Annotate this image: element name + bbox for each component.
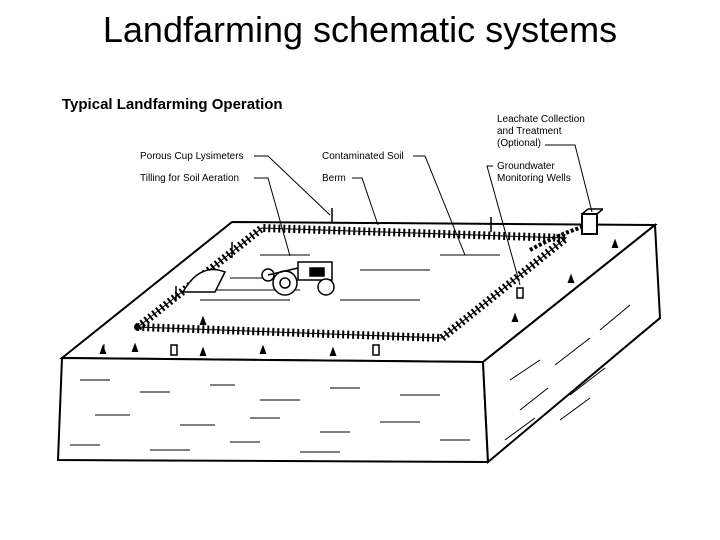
label-contaminated-soil: Contaminated Soil [322,151,404,162]
label-leachate-3: (Optional) [497,138,541,149]
tractor [261,261,335,296]
label-berm: Berm [322,173,346,184]
label-groundwater-2: Monitoring Wells [497,173,571,184]
ground-front-face [56,356,490,464]
contaminated-soil-area [200,254,500,301]
leader-lines [254,144,593,286]
ground-right-face [481,223,662,465]
label-tilling: Tilling for Soil Aeration [140,173,239,184]
label-groundwater-1: Groundwater [497,161,555,172]
label-leachate-2: and Treatment [497,126,562,137]
soil-texture [70,304,646,453]
lysimeters [170,208,524,356]
berm-outline [136,227,568,339]
leachate-treatment-box [581,213,598,235]
label-leachate-1: Leachate Collection [497,114,585,125]
label-porous-cup-lysimeters: Porous Cup Lysimeters [140,151,244,162]
diagram-heading: Typical Landfarming Operation [62,96,283,113]
soil-pile [181,268,227,293]
slide-title: Landfarming schematic systems [102,9,618,50]
vegetation [99,238,619,357]
